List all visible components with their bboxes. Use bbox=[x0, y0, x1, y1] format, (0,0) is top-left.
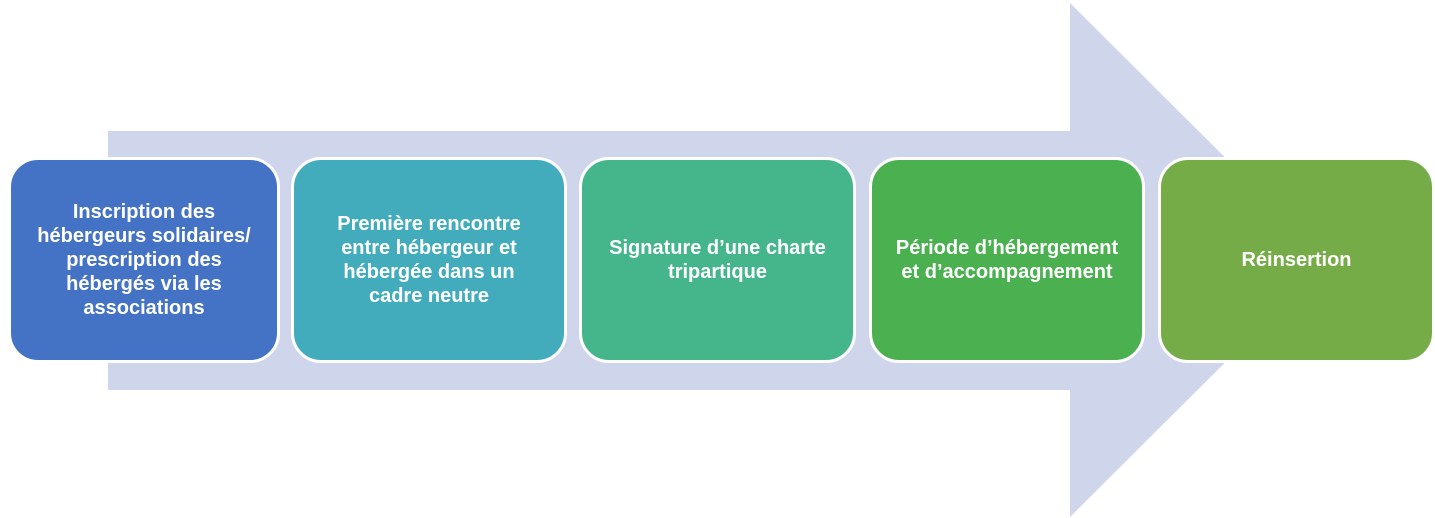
step-1-box: Inscription des hébergeurs solidaires/ p… bbox=[8, 157, 280, 363]
step-5-label: Réinsertion bbox=[1241, 249, 1352, 271]
step-4-label: Période d’hébergement et d’accompagnemen… bbox=[895, 237, 1119, 283]
step-5-box: Réinsertion bbox=[1158, 157, 1435, 363]
step-4-box: Période d’hébergement et d’accompagnemen… bbox=[869, 157, 1145, 363]
step-2-label: Première rencontre entre hébergeur et hé… bbox=[337, 213, 521, 307]
step-3-label: Signature d’une charte tripartique bbox=[609, 237, 826, 283]
step-1-label: Inscription des hébergeurs solidaires/ p… bbox=[37, 201, 251, 319]
step-3-box: Signature d’une charte tripartique bbox=[579, 157, 856, 363]
step-2-box: Première rencontre entre hébergeur et hé… bbox=[291, 157, 567, 363]
